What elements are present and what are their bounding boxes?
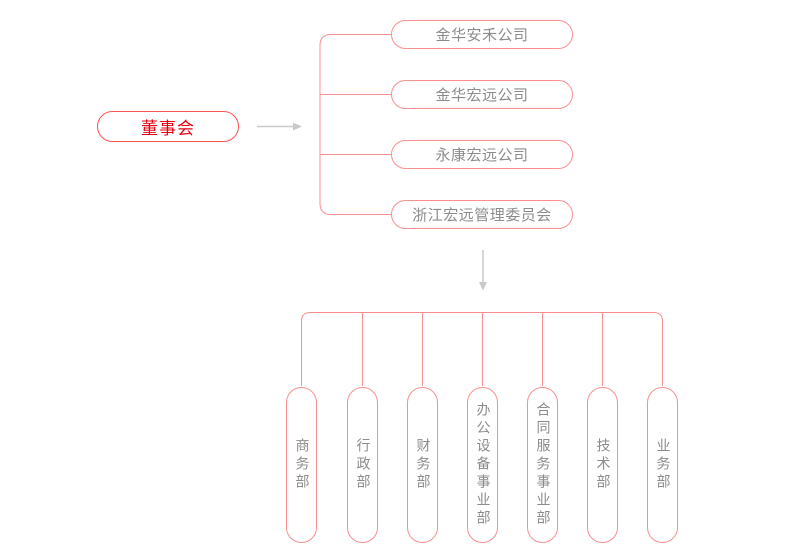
node-label: 业务部: [654, 438, 671, 492]
node-company: 金华安禾公司: [391, 20, 573, 49]
node-label: 合同服务事业部: [534, 402, 551, 528]
node-label: 办公设备事业部: [474, 402, 491, 528]
node-department: 行政部: [347, 387, 378, 543]
node-company: 浙江宏远管理委员会: [391, 200, 573, 229]
node-department: 商务部: [286, 387, 317, 543]
right-arrow-icon: [257, 122, 302, 131]
node-label: 永康宏远公司: [435, 146, 529, 164]
node-label: 行政部: [354, 438, 371, 492]
node-department: 合同服务事业部: [527, 387, 558, 543]
departments-comb-connector: [301, 312, 663, 386]
node-company: 永康宏远公司: [391, 140, 573, 169]
node-board-of-directors: 董事会: [97, 111, 239, 142]
node-label: 技术部: [594, 438, 611, 492]
node-company: 金华宏远公司: [391, 80, 573, 109]
down-arrow-icon: [479, 250, 487, 291]
node-department: 办公设备事业部: [467, 387, 498, 543]
node-department: 业务部: [647, 387, 678, 543]
node-label: 财务部: [414, 438, 431, 492]
companies-bracket-connector: [319, 34, 391, 215]
node-label: 商务部: [293, 438, 310, 492]
node-department: 技术部: [587, 387, 618, 543]
node-label: 董事会: [141, 119, 195, 139]
node-label: 金华安禾公司: [435, 26, 529, 44]
node-label: 浙江宏远管理委员会: [412, 206, 552, 224]
node-label: 金华宏远公司: [435, 86, 529, 104]
node-department: 财务部: [407, 387, 438, 543]
